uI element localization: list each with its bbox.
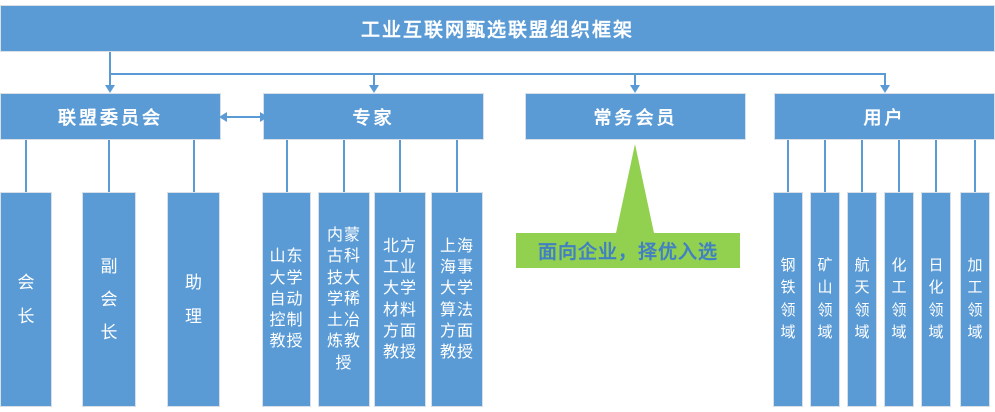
node-expert-shandong-label: 山东大学自动控制教授: [269, 248, 304, 351]
node-assistant: 助理: [167, 192, 220, 407]
node-user-mining-label: 矿山领域: [817, 256, 833, 342]
node-user-processing-label: 加工领域: [967, 256, 983, 342]
drop-line-expert-4: [456, 140, 458, 192]
node-user-steel-label: 钢铁领域: [780, 256, 796, 342]
node-standing-members: 常务会员: [525, 93, 746, 140]
arrowhead-users-icon: [880, 85, 890, 93]
double-arrow-right-icon: [260, 112, 268, 122]
double-arrow-line: [227, 116, 261, 118]
connector-branch-line: [109, 73, 886, 75]
node-user-processing: 加工领域: [960, 192, 990, 407]
arrowhead-experts-icon: [369, 85, 379, 93]
drop-line-expert-1: [286, 140, 288, 192]
node-president-label: 会长: [17, 273, 35, 326]
drop-line-user-3: [861, 140, 863, 192]
node-experts: 专家: [263, 93, 484, 140]
node-user-aerospace-label: 航天领域: [854, 256, 870, 342]
node-expert-shandong: 山东大学自动控制教授: [262, 192, 311, 407]
drop-line-user-5: [935, 140, 937, 192]
chart-title: 工业互联网甄选联盟组织框架: [0, 5, 995, 52]
node-president: 会长: [0, 192, 52, 407]
drop-line-committee-1: [25, 140, 27, 192]
node-expert-neimenggu: 内蒙古科技大学稀土冶炼教授: [318, 192, 370, 407]
members-callout: 面向企业，择优入选: [516, 233, 740, 268]
connector-stub-experts: [373, 73, 375, 86]
node-expert-beifang-label: 北方工业大学材料方面教授: [382, 237, 417, 362]
node-user-chemical-label: 化工领域: [891, 256, 907, 342]
drop-line-user-1: [787, 140, 789, 192]
connector-stub-users: [884, 73, 886, 86]
node-vice-president-label: 副会长: [100, 256, 118, 343]
drop-line-user-2: [824, 140, 826, 192]
node-expert-shanghai-label: 上海海事大学算法方面教授: [439, 237, 474, 362]
arrowhead-committee-icon: [105, 85, 115, 93]
drop-line-committee-2: [108, 140, 110, 192]
callout-pointer-icon: [616, 144, 654, 233]
arrowhead-members-icon: [630, 85, 640, 93]
connector-stub-members: [634, 73, 636, 86]
drop-line-user-6: [974, 140, 976, 192]
drop-line-expert-2: [343, 140, 345, 192]
node-user-dailychem-label: 日化领域: [928, 256, 944, 342]
node-expert-shanghai: 上海海事大学算法方面教授: [431, 192, 483, 407]
node-user-steel: 钢铁领域: [773, 192, 803, 407]
node-user-aerospace: 航天领域: [847, 192, 877, 407]
node-expert-beifang: 北方工业大学材料方面教授: [374, 192, 426, 407]
node-users: 用户: [774, 93, 995, 140]
drop-line-committee-3: [193, 140, 195, 192]
node-vice-president: 副会长: [82, 192, 136, 407]
node-user-mining: 矿山领域: [810, 192, 840, 407]
node-expert-neimenggu-label: 内蒙古科技大学稀土冶炼教授: [326, 227, 361, 372]
drop-line-expert-3: [399, 140, 401, 192]
drop-line-user-4: [898, 140, 900, 192]
node-user-dailychem: 日化领域: [921, 192, 951, 407]
double-arrow-left-icon: [219, 112, 227, 122]
node-alliance-committee: 联盟委员会: [0, 93, 221, 140]
node-assistant-label: 助理: [185, 273, 202, 326]
node-user-chemical: 化工领域: [884, 192, 914, 407]
connector-trunk-line: [109, 52, 111, 86]
